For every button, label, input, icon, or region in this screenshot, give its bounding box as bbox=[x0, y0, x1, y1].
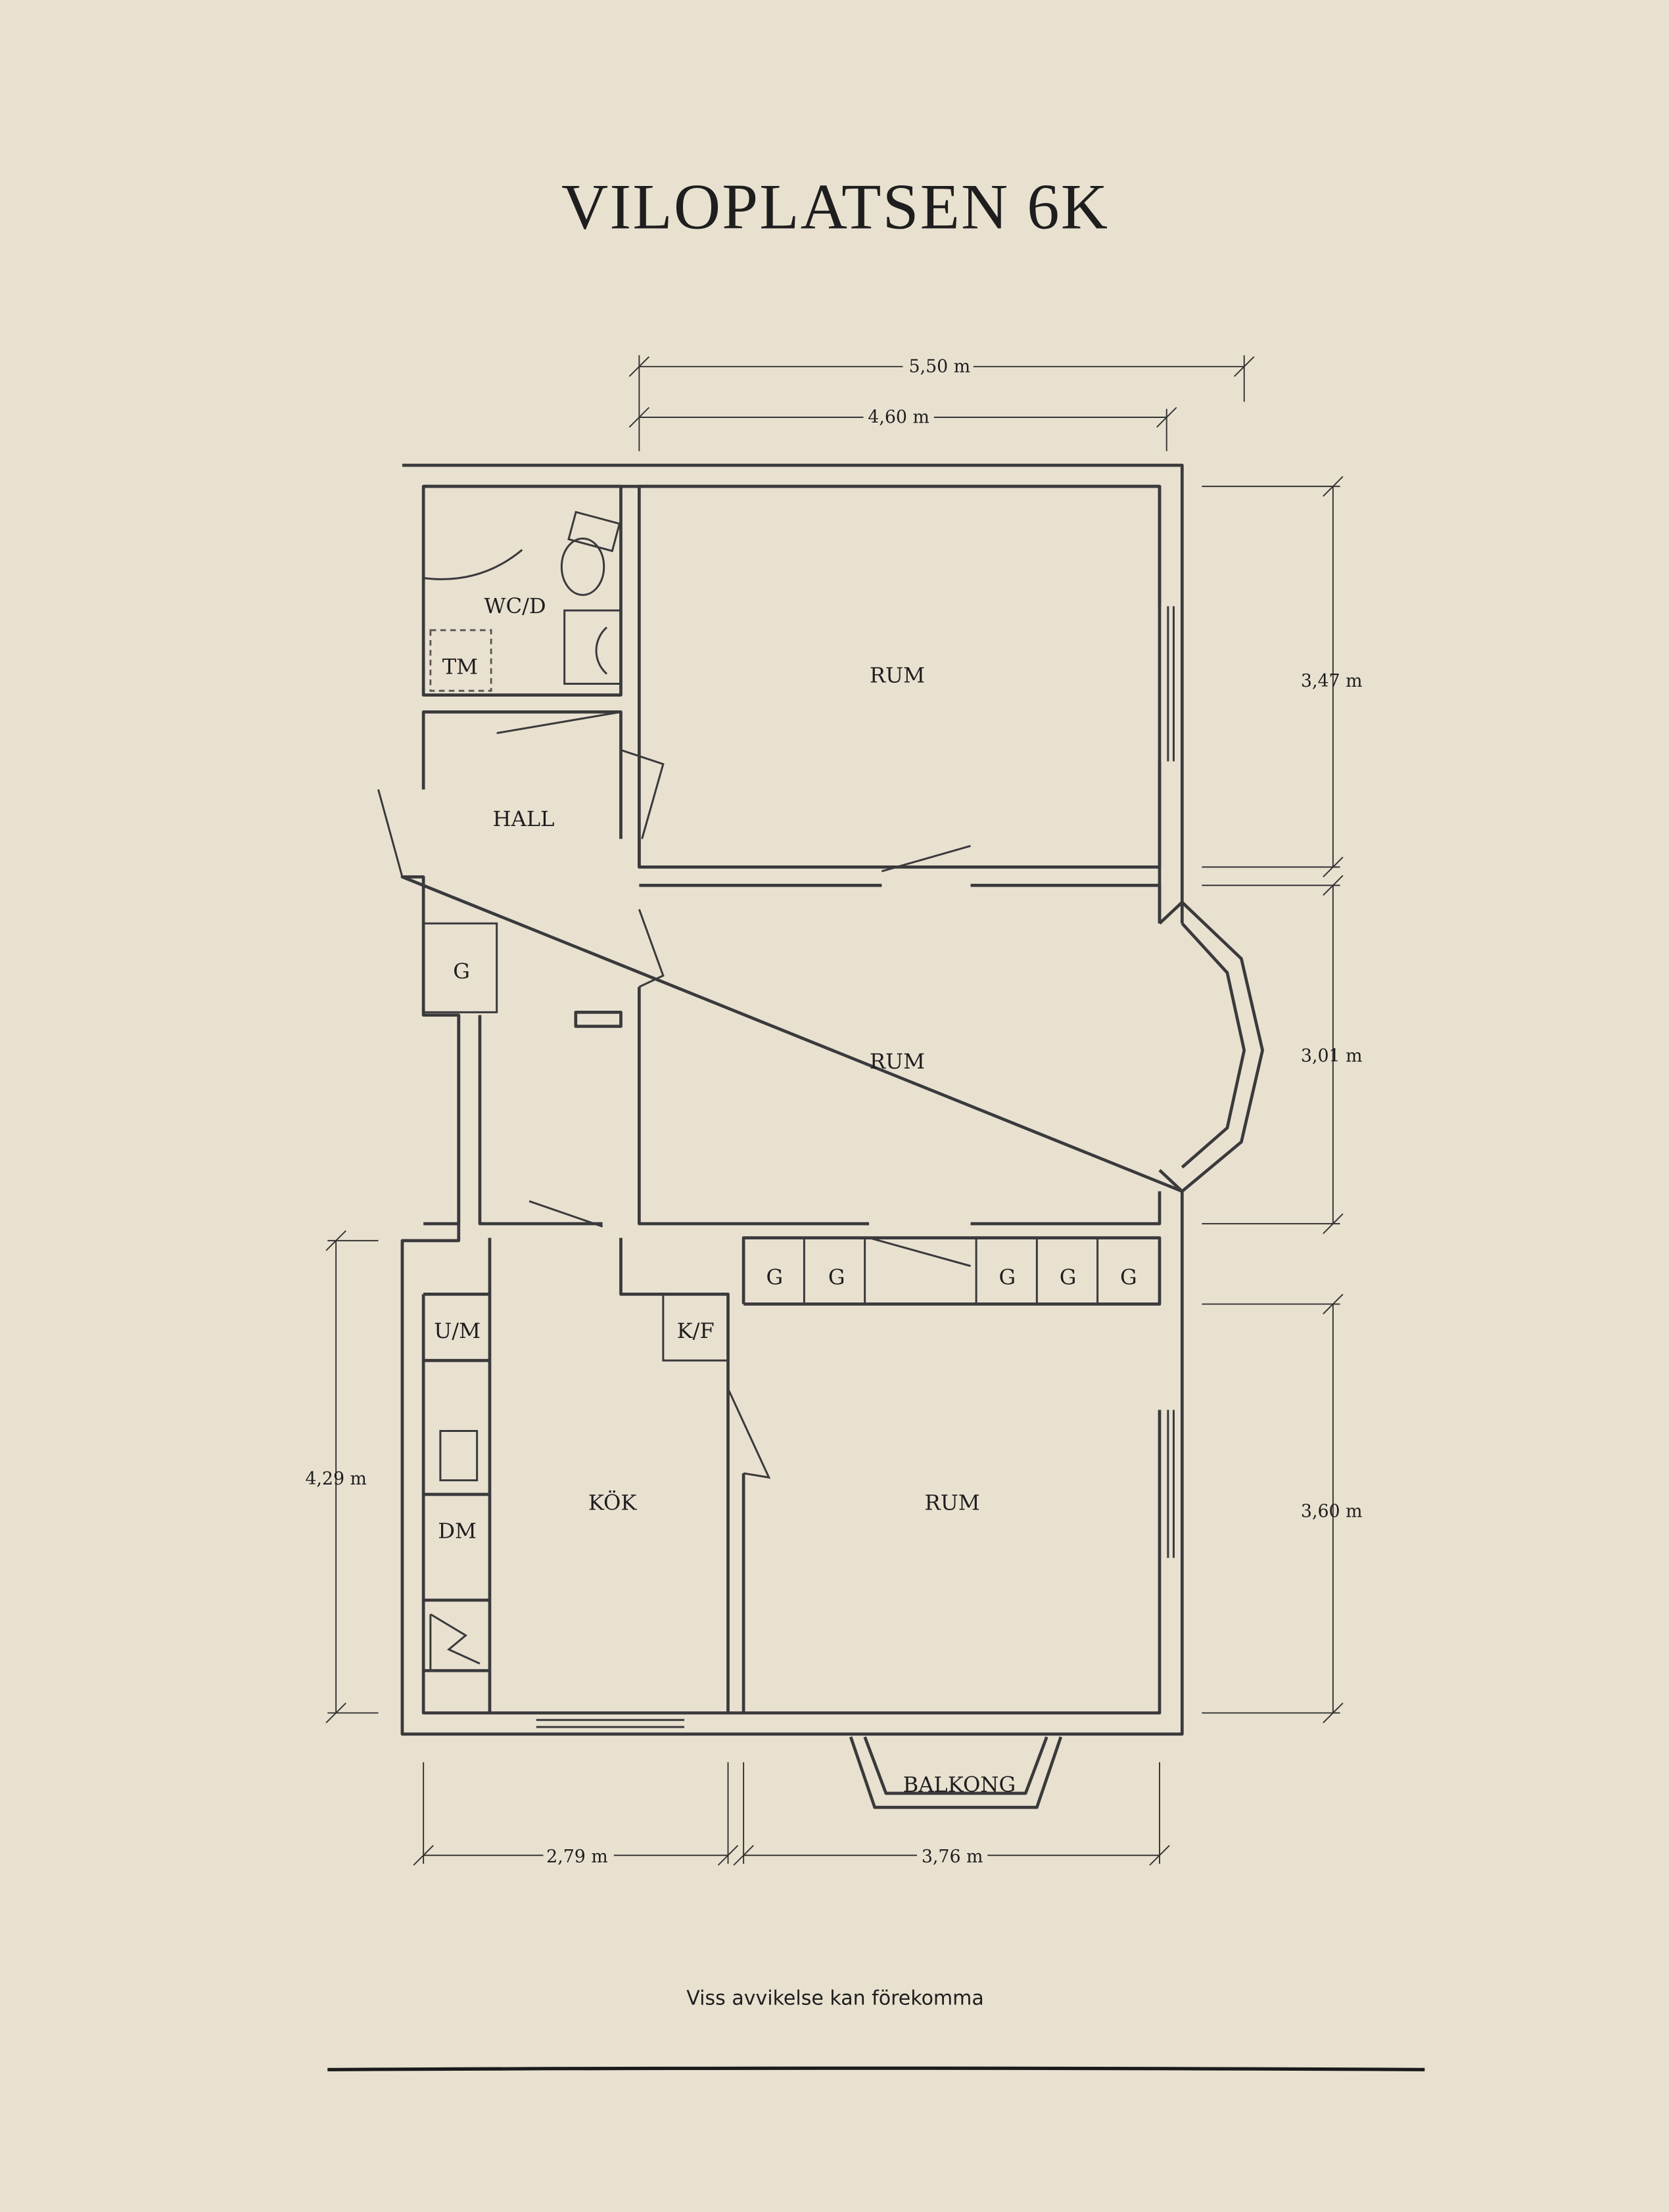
footer-rule bbox=[327, 2066, 1425, 2071]
room-label-balcony: BALKONG bbox=[903, 1772, 1016, 1797]
room-label-dm: DM bbox=[438, 1519, 477, 1544]
dimension-left: 4,29 m bbox=[305, 1469, 367, 1489]
dimension-top-outer: 5,50 m bbox=[909, 356, 971, 377]
room-label-um: U/M bbox=[434, 1318, 481, 1343]
wardrobe-label: G bbox=[766, 1264, 783, 1289]
dimension-right-bottom: 3,60 m bbox=[1301, 1501, 1363, 1521]
dimension-right-top: 3,47 m bbox=[1301, 671, 1363, 691]
room-label-wc: WC/D bbox=[484, 593, 546, 618]
wardrobe-label: G bbox=[1120, 1264, 1137, 1289]
wardrobe-label: G bbox=[999, 1264, 1016, 1289]
room-label-rum-top: RUM bbox=[870, 662, 925, 687]
room-label-hall: HALL bbox=[492, 806, 554, 831]
walls bbox=[377, 463, 1264, 1809]
wardrobe-label: G bbox=[1060, 1264, 1077, 1289]
dimension-right-middle: 3,01 m bbox=[1301, 1046, 1363, 1066]
room-label-rum-bottom: RUM bbox=[925, 1490, 980, 1515]
dimension-bottom-left: 2,79 m bbox=[546, 1847, 608, 1867]
disclaimer-note: Viss avvikelse kan förekomma bbox=[686, 1987, 984, 2010]
room-label-tm: TM bbox=[442, 654, 478, 679]
dimension-bottom-right: 3,76 m bbox=[922, 1847, 983, 1867]
room-label-hall-wardrobe: G bbox=[453, 959, 470, 984]
wardrobe-label: G bbox=[828, 1264, 845, 1289]
dimension-top-inner: 4,60 m bbox=[868, 407, 929, 428]
plan-title: VILOPLATSEN 6K bbox=[561, 172, 1109, 243]
room-label-rum-middle: RUM bbox=[870, 1049, 925, 1074]
room-label-kitchen: KÖK bbox=[588, 1490, 638, 1515]
room-label-kf: K/F bbox=[677, 1318, 715, 1343]
